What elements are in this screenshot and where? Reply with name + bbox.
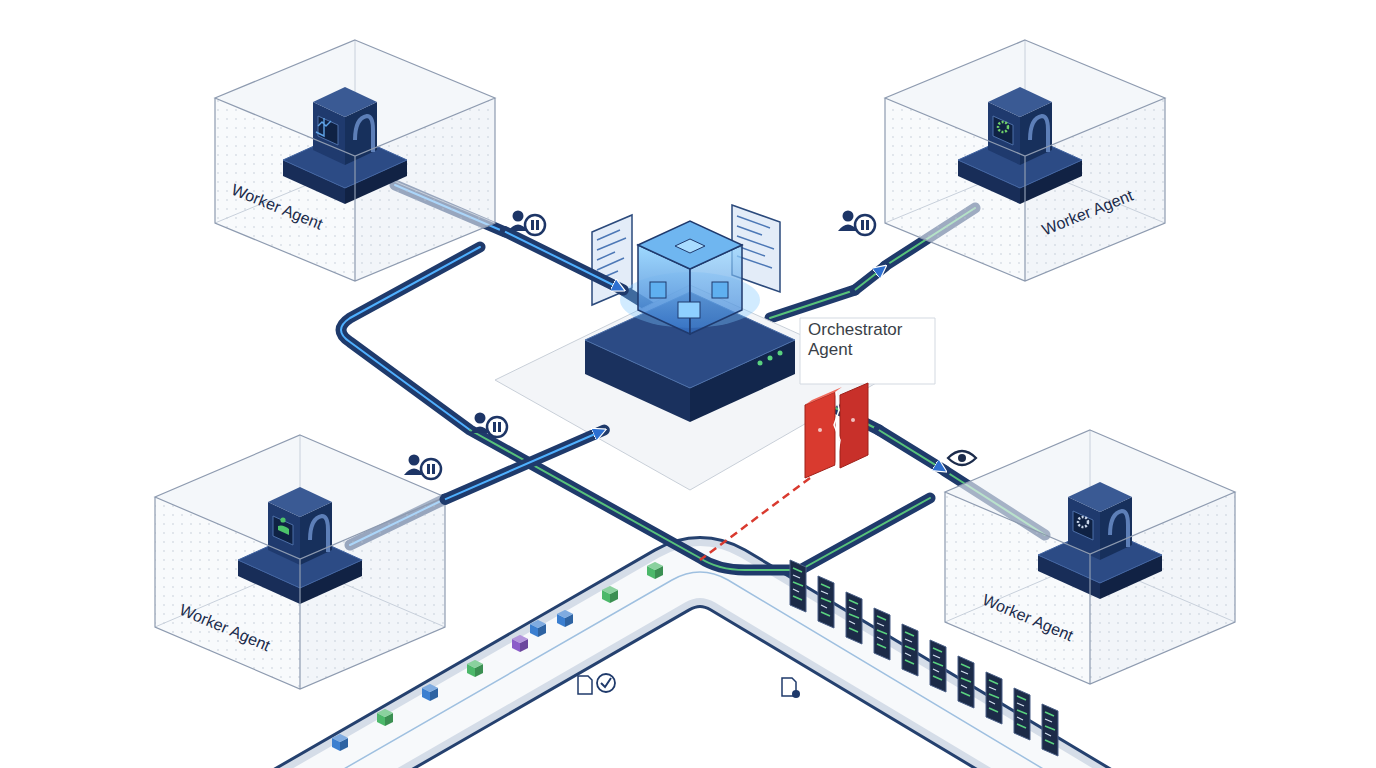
glass-cube-part xyxy=(283,87,407,204)
glass-cube-part xyxy=(945,430,1235,684)
glass-cube xyxy=(215,40,495,281)
pipe-body xyxy=(879,430,945,471)
check-icon-part xyxy=(792,690,800,698)
glass-cube-part xyxy=(155,435,445,689)
glass-cube xyxy=(945,430,1235,684)
pipe-body xyxy=(445,430,604,499)
agent-label: Worker Agent xyxy=(979,591,1075,646)
agent-label: Worker Agent xyxy=(1039,186,1136,240)
log-card-part xyxy=(902,624,918,676)
log-card-part xyxy=(818,576,834,628)
data-packet-part xyxy=(377,709,393,726)
glass-cube-part xyxy=(998,122,1008,132)
pipe-connector xyxy=(879,430,945,471)
orchestrator-agent-box: Orchestrator Agent xyxy=(590,290,940,430)
worker-agent-box: Worker Agent xyxy=(155,435,445,690)
glass-cube-part xyxy=(316,118,331,136)
check-icon-part xyxy=(578,676,592,694)
glass-cube-part xyxy=(1078,517,1088,527)
agent-label: Worker Agent xyxy=(176,601,272,656)
pipe-glow xyxy=(855,267,885,291)
orchestrator-server-part xyxy=(597,230,626,280)
orchestrator-server-part xyxy=(678,302,700,318)
orchestrator-server-part xyxy=(585,292,795,388)
log-card-part xyxy=(930,640,946,692)
pipe-glow xyxy=(445,430,604,499)
pipe-body xyxy=(855,267,885,291)
data-packet-part xyxy=(530,620,546,637)
orchestrator-server-part xyxy=(495,285,890,490)
data-packet-part xyxy=(332,734,348,751)
log-card-part xyxy=(958,656,974,708)
data-packet-part xyxy=(602,586,618,603)
pipe-part xyxy=(770,290,855,318)
glass-cube xyxy=(155,435,445,689)
pipe-glow xyxy=(879,430,945,471)
firewall-block-part xyxy=(851,418,855,422)
firewall-block-part xyxy=(805,392,835,478)
log-card-part xyxy=(1014,688,1030,740)
worker-agent-box: Worker Agent xyxy=(945,430,1235,690)
pause-approval-icon-part xyxy=(470,413,507,438)
glass-cube-part xyxy=(280,517,285,522)
log-card-part xyxy=(846,592,862,644)
log-card-part xyxy=(874,608,890,660)
orchestrator-server-part xyxy=(638,221,742,269)
check-icon-part xyxy=(601,678,611,687)
check-icon xyxy=(578,674,800,698)
eye-icon xyxy=(948,451,976,465)
firewall-block-part xyxy=(818,428,822,432)
pipe-connector xyxy=(445,430,604,499)
data-packet-part xyxy=(422,684,438,701)
pipe-connector xyxy=(855,267,885,291)
glass-cube-part xyxy=(278,525,289,535)
pipe-body xyxy=(505,232,623,290)
orchestrator-server-part xyxy=(758,361,763,366)
orchestrator-server-part xyxy=(800,318,935,384)
data-packet xyxy=(332,562,663,751)
worker-agent-box: Worker Agent xyxy=(885,40,1165,275)
log-card-part xyxy=(790,560,806,612)
firewall-block xyxy=(700,383,868,560)
orchestrator-server-part xyxy=(768,356,773,361)
glass-cube xyxy=(885,40,1165,281)
orchestrator-server-part xyxy=(712,282,728,298)
log-card xyxy=(790,560,1058,756)
data-packet-part xyxy=(647,562,663,579)
glass-cube-part xyxy=(215,40,495,281)
pause-approval-icon xyxy=(404,211,875,480)
data-packet-part xyxy=(467,660,483,677)
agent-title: Orchestrator Agent xyxy=(808,320,928,360)
data-packet-part xyxy=(512,635,528,652)
log-card-part xyxy=(1042,704,1058,756)
check-icon-part xyxy=(597,674,615,692)
pipe-glow xyxy=(505,232,623,290)
eye-icon-part xyxy=(958,454,966,462)
pipe-connector xyxy=(505,232,623,290)
glass-cube-part xyxy=(885,40,1165,281)
glass-cube-part xyxy=(1038,482,1162,599)
pipe-part xyxy=(770,290,855,318)
data-packet-part xyxy=(557,610,573,627)
worker-agent-box: Worker Agent xyxy=(215,40,505,280)
firewall-block-part xyxy=(840,383,868,468)
pause-approval-icon-part xyxy=(404,455,441,480)
eye-icon-part xyxy=(948,451,976,465)
firewall-block-part xyxy=(834,392,840,466)
agent-label: Worker Agent xyxy=(228,181,325,235)
orchestrator-server-part xyxy=(778,351,783,356)
log-card-part xyxy=(986,672,1002,724)
pause-approval-icon-part xyxy=(838,211,875,236)
orchestrator-server-part xyxy=(650,282,666,298)
firewall-block-part xyxy=(700,478,810,560)
glass-cube-part xyxy=(958,87,1082,204)
orchestrator-server-part xyxy=(675,239,705,253)
